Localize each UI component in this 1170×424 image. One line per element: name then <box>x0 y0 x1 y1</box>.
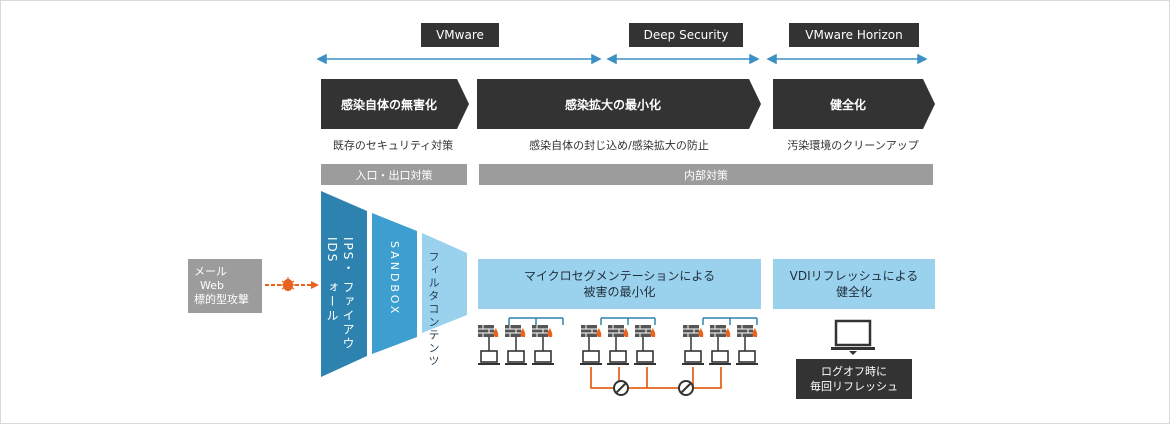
firewall-label-line2: IPS・IDS <box>325 237 355 276</box>
logoff-note-line1: ログオフ時に <box>821 365 887 378</box>
phase-3-title: 健全化 <box>829 97 866 112</box>
firewall-icon <box>634 324 656 338</box>
entry-exit-category: 入口・出口対策 <box>321 164 467 185</box>
micro-segmentation-line2: 被害の最小化 <box>583 285 656 299</box>
segment-1 <box>477 317 564 366</box>
vmware-range-arrowhead-left <box>316 53 327 65</box>
phase-1-title: 感染自体の無害化 <box>340 97 437 112</box>
horizon-range-arrowhead-left <box>766 53 777 65</box>
laptop-icon <box>531 350 555 366</box>
block-icon <box>613 380 629 396</box>
micro-segmentation-box: マイクロセグメンテーションによる 被害の最小化 <box>478 259 761 309</box>
laptop-icon <box>708 350 732 366</box>
laptop-icon <box>606 350 630 366</box>
phase-1-chevron <box>321 79 469 129</box>
phase-2-chevron <box>477 79 761 129</box>
phase-3-description: 汚染環境のクリーンアップ <box>787 139 919 152</box>
vmware-horizon-label: VMware Horizon <box>789 23 919 47</box>
vmware-range-arrowhead-right <box>591 53 602 65</box>
deep-security-range-arrowhead-right <box>749 53 760 65</box>
internal-category: 内部対策 <box>479 164 933 185</box>
vdi-refresh-line1: VDIリフレッシュによる <box>789 269 919 283</box>
attack-arrow <box>265 277 319 292</box>
attack-targeted-label: 標的型攻撃 <box>194 293 249 306</box>
firewall-layer <box>321 191 367 377</box>
micro-segmentation-line1: マイクロセグメンテーションによる <box>523 269 716 283</box>
deep-security-label: Deep Security <box>629 23 743 47</box>
content-filter-label: コンテンツ フィルタ <box>425 251 441 368</box>
firewall-icon <box>607 324 629 338</box>
laptop-icon <box>477 350 501 366</box>
laptop-icon <box>633 350 657 366</box>
horizon-range-arrowhead-right <box>917 53 928 65</box>
attack-mail-label: メール <box>194 265 227 278</box>
laptop-icon <box>681 350 705 366</box>
laptop-icon <box>504 350 528 366</box>
range-arrows <box>316 53 928 65</box>
logoff-refresh-note: ログオフ時に 毎回リフレッシュ <box>796 359 912 399</box>
network-segments <box>477 317 759 396</box>
laptop-icon <box>579 350 603 366</box>
vdi-laptop-icon <box>831 319 875 355</box>
phase-2-title: 感染拡大の最小化 <box>564 97 661 112</box>
phase-chevrons <box>321 79 935 129</box>
content-filter-line1: コンテンツ <box>427 303 440 368</box>
vdi-refresh-box: VDIリフレッシュによる 健全化 <box>773 259 935 309</box>
firewall-icon <box>477 324 499 338</box>
bug-icon <box>281 277 295 292</box>
sandbox-label: SANDBOX <box>388 241 401 317</box>
phase-2-description: 感染自体の封じ込め/感染拡大の防止 <box>529 139 709 152</box>
firewall-icon <box>580 324 602 338</box>
firewall-icon <box>531 324 553 338</box>
firewall-icon <box>504 324 526 338</box>
vmware-label: VMware <box>421 23 499 47</box>
sandbox-layer <box>372 213 417 354</box>
deep-security-range-arrowhead-left <box>606 53 617 65</box>
attack-web-label: Web <box>200 279 224 292</box>
vdi-refresh-line2: 健全化 <box>835 285 872 299</box>
segment-2 <box>579 317 657 366</box>
firewall-icon <box>736 324 758 338</box>
content-filter-layer <box>422 233 467 333</box>
laptop-icon <box>735 350 759 366</box>
attack-source-box: メール Web 標的型攻撃 <box>188 259 262 313</box>
firewall-icon <box>682 324 704 338</box>
firewall-label: ファイアウォール IPS・IDS <box>324 237 356 357</box>
phase-3-chevron <box>773 79 935 129</box>
logoff-note-line2: 毎回リフレッシュ <box>810 380 898 393</box>
content-filter-line2: フィルタ <box>427 251 440 303</box>
defense-funnel <box>321 191 467 377</box>
block-icon <box>678 380 694 396</box>
segment-3 <box>681 317 759 366</box>
firewall-icon <box>709 324 731 338</box>
blocked-connections <box>590 367 722 389</box>
firewall-label-line1: ファイアウォール <box>325 280 355 351</box>
phase-1-description: 既存のセキュリティ対策 <box>332 139 454 152</box>
